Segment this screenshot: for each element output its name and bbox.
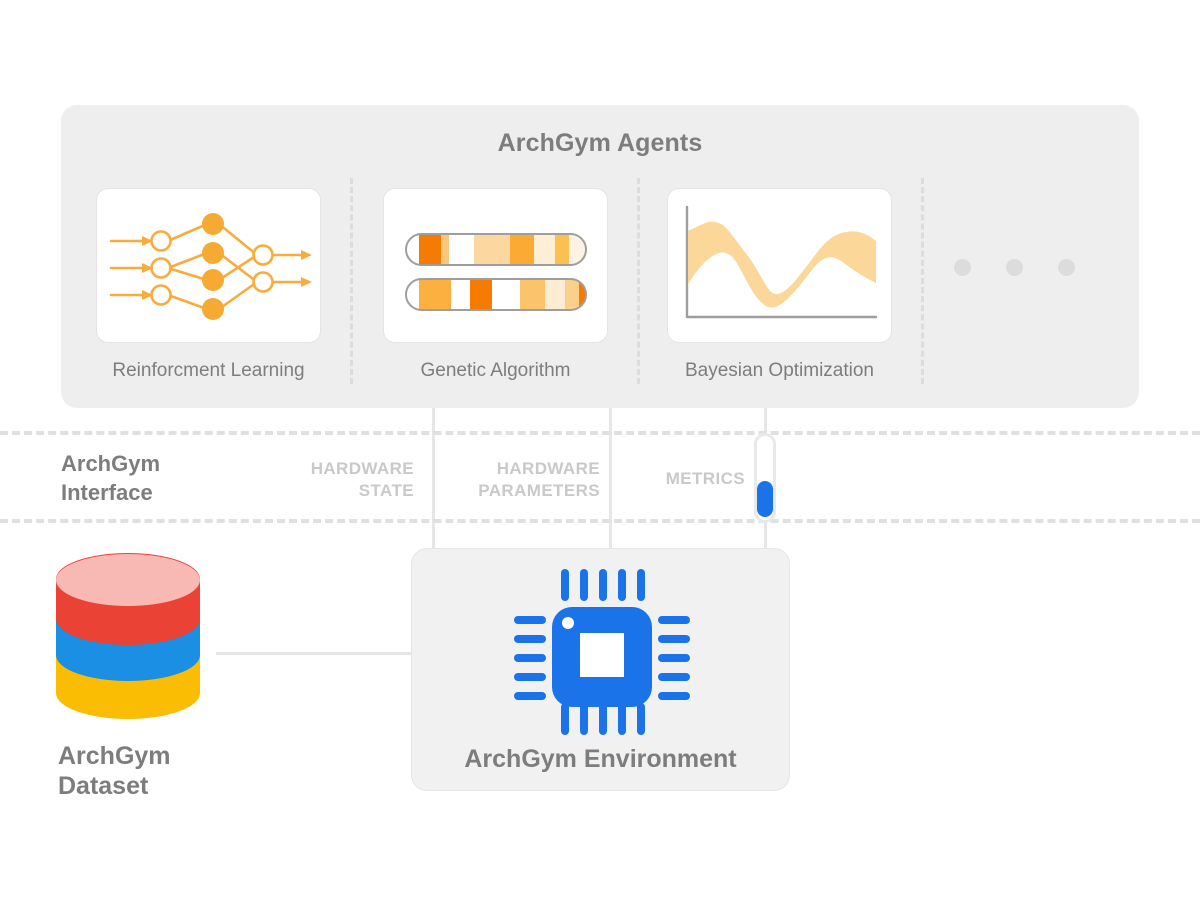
uncertainty-band-chart-icon	[685, 205, 878, 319]
dataset-label-line1: ArchGym	[58, 742, 171, 770]
more-agents-dot-3	[1058, 259, 1075, 276]
agent-card-bayesian-optimization[interactable]	[667, 188, 892, 343]
chromosome-icon	[405, 233, 587, 311]
environment-label: ArchGym Environment	[464, 745, 737, 773]
agent-column-divider-1	[350, 178, 353, 384]
agent-label-reinforcement-learning: Reinforcment Learning	[112, 360, 305, 381]
connector-dataset-to-environment	[216, 652, 412, 655]
database-cylinder-icon	[56, 553, 200, 719]
interface-title-line2: Interface	[61, 480, 153, 505]
hardware-state-line2: STATE	[358, 481, 414, 500]
cpu-chip-icon	[514, 569, 690, 735]
agent-label-bayesian-optimization: Bayesian Optimization	[684, 360, 875, 381]
agent-card-genetic-algorithm[interactable]	[383, 188, 608, 343]
interface-label-metrics: METRICS	[615, 468, 745, 490]
interface-label-hardware-state: HARDWARE STATE	[224, 458, 414, 502]
more-agents-dot-2	[1006, 259, 1023, 276]
agent-column-divider-2	[637, 178, 640, 384]
neural-network-icon	[109, 213, 312, 320]
hardware-parameters-line2: PARAMETERS	[478, 481, 600, 500]
interface-divider-top	[0, 431, 1200, 435]
hardware-state-line1: HARDWARE	[310, 459, 414, 478]
archgym-environment-box[interactable]	[411, 548, 790, 791]
connector-hardware-state	[432, 408, 435, 550]
interface-title-line1: ArchGym	[61, 451, 161, 476]
agent-card-reinforcement-learning[interactable]	[96, 188, 321, 343]
archgym-interface-title: ArchGym Interface	[61, 449, 160, 507]
agent-label-genetic-algorithm: Genetic Algorithm	[420, 360, 571, 381]
interface-label-hardware-parameters: HARDWARE PARAMETERS	[440, 458, 600, 502]
metrics-line1: METRICS	[665, 469, 745, 488]
agent-column-divider-3	[921, 178, 924, 384]
more-agents-dot-1	[954, 259, 971, 276]
agents-panel-title: ArchGym Agents	[497, 129, 703, 157]
dataset-label-line2: Dataset	[58, 772, 149, 800]
metrics-slider-thumb[interactable]	[757, 481, 773, 517]
hardware-parameters-line1: HARDWARE	[496, 459, 600, 478]
dataset-label: ArchGym Dataset	[58, 741, 171, 801]
connector-hardware-parameters	[609, 408, 612, 550]
interface-divider-bottom	[0, 519, 1200, 523]
